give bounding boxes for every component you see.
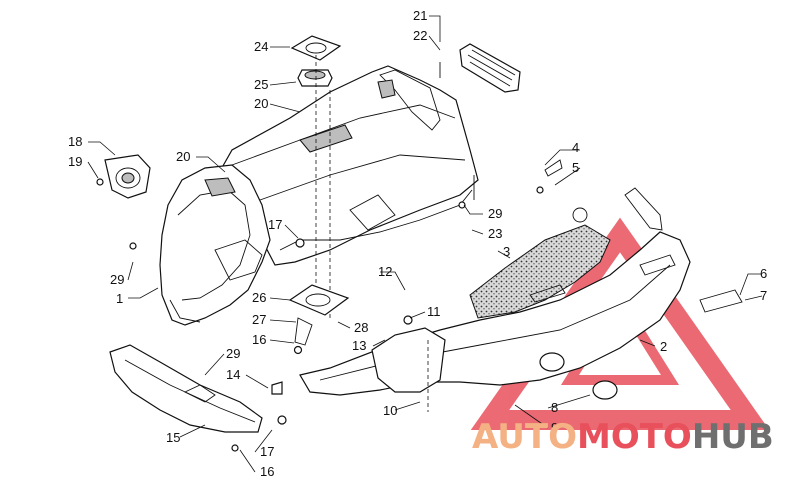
traction-mat-part-3 xyxy=(469,224,611,319)
callout-2: 2 xyxy=(660,339,667,354)
callout-27: 27 xyxy=(252,312,266,327)
callout-20b: 20 xyxy=(176,149,190,164)
callout-18: 18 xyxy=(68,134,82,149)
svg-text:AUTOMOTOHUB: AUTOMOTOHUB xyxy=(472,417,774,457)
callout-17a: 17 xyxy=(268,217,282,232)
callout-7: 7 xyxy=(760,288,767,303)
belly-pan-part-20 xyxy=(214,65,479,266)
callout-14: 14 xyxy=(226,367,240,382)
callout-23: 23 xyxy=(488,226,502,241)
callout-15: 15 xyxy=(166,430,180,445)
vent-cup-part-18 xyxy=(104,154,151,199)
callout-16a: 16 xyxy=(252,332,266,347)
callout-1: 1 xyxy=(116,291,123,306)
callout-17b: 17 xyxy=(260,444,274,459)
callout-labels: 1 2 3 4 5 6 7 8 9 10 11 12 13 14 15 16 1… xyxy=(68,8,767,479)
callout-20a: 20 xyxy=(254,96,268,111)
callout-4: 4 xyxy=(572,140,579,155)
callout-29c: 29 xyxy=(226,346,240,361)
callout-8: 8 xyxy=(551,400,558,415)
callout-28: 28 xyxy=(354,320,368,335)
watermark-word-moto: MOTO xyxy=(577,417,692,457)
callout-25: 25 xyxy=(254,77,268,92)
callout-12: 12 xyxy=(378,264,392,279)
gasket-part-26 xyxy=(288,284,350,346)
callout-29b: 29 xyxy=(110,272,124,287)
leader-lines xyxy=(87,15,763,473)
callout-11: 11 xyxy=(427,304,441,319)
side-rail-part-13 xyxy=(371,327,446,412)
callout-29a: 29 xyxy=(488,206,502,221)
callout-22: 22 xyxy=(413,28,427,43)
watermark: AUTOMOTOHUB xyxy=(472,417,774,457)
callout-10: 10 xyxy=(383,403,397,418)
callout-5: 5 xyxy=(572,160,579,175)
callout-3: 3 xyxy=(503,244,510,259)
callout-24: 24 xyxy=(254,39,268,54)
callout-19: 19 xyxy=(68,154,82,169)
callout-21: 21 xyxy=(413,8,427,23)
hardware xyxy=(96,62,544,452)
callout-16b: 16 xyxy=(260,464,274,479)
side-panel-part-20 xyxy=(159,164,271,326)
watermark-word-hub: HUB xyxy=(692,417,774,457)
callout-26: 26 xyxy=(252,290,266,305)
callout-6: 6 xyxy=(760,266,767,281)
gasket-stack-parts-24-25 xyxy=(290,35,342,320)
watermark-word-auto: AUTO xyxy=(472,417,577,457)
vent-grille-part-21 xyxy=(459,43,521,93)
callout-13: 13 xyxy=(352,338,366,353)
lower-guard-part-15 xyxy=(109,344,263,433)
callout-9: 9 xyxy=(551,420,558,435)
